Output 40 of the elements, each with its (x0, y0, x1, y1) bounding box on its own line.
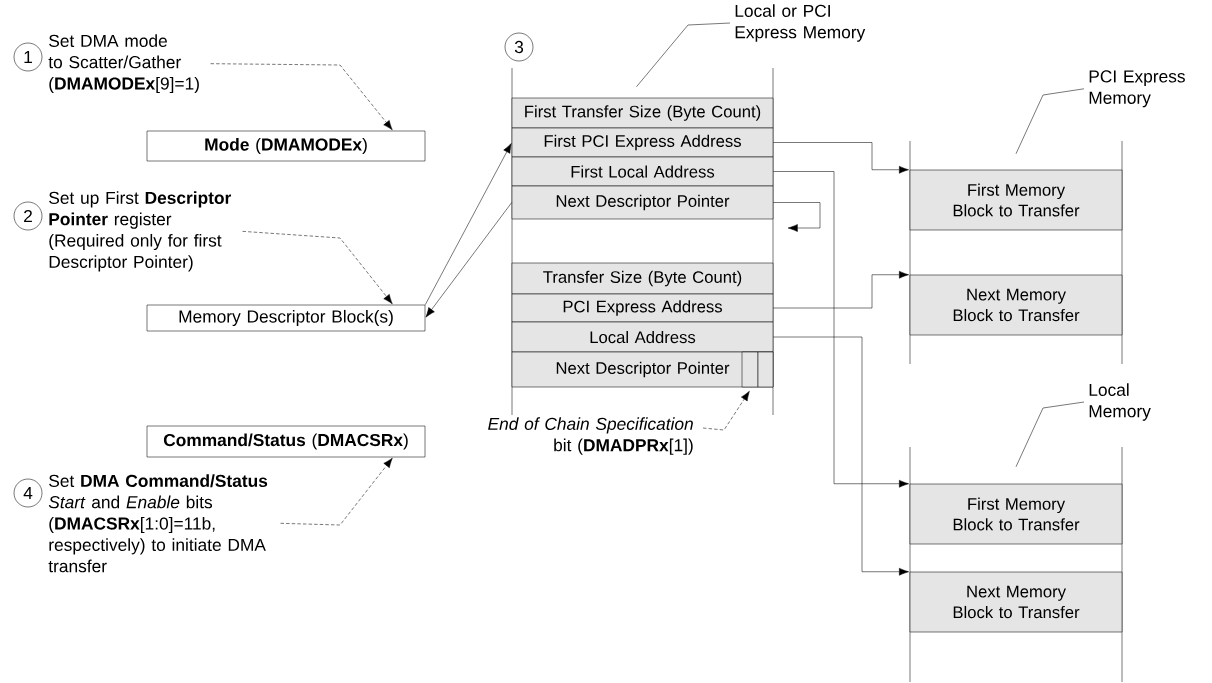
memory-block: First Memory Block to Transfer (909, 169, 1123, 231)
arrow (773, 142, 909, 174)
descriptor-field: First Local Address (511, 156, 774, 187)
arrow (773, 202, 821, 232)
descriptor-field: First Transfer Size (Byte Count) (511, 97, 774, 129)
memory-label: Local or PCI Express Memory (735, 4, 866, 42)
step-number: 4 (13, 478, 43, 508)
register-box: Memory Descriptor Block(s) (146, 304, 426, 332)
register-box: Command/Status (DMACSRx) (146, 425, 426, 458)
step-number: 1 (13, 42, 43, 72)
arrow (425, 202, 512, 318)
register-box: Mode (DMAMODEx) (146, 130, 426, 162)
dashed-arrow (210, 63, 393, 131)
arrow (425, 143, 512, 305)
step-number: 2 (13, 201, 43, 231)
arrow (773, 336, 909, 576)
dashed-arrow (242, 231, 393, 305)
leader-line (1015, 88, 1085, 154)
memory-block: Next Memory Block to Transfer (909, 274, 1123, 336)
memory-block: Next Memory Block to Transfer (909, 571, 1123, 633)
bit-cell (741, 351, 759, 388)
descriptor-field: Transfer Size (Byte Count) (511, 262, 774, 295)
leader-line (636, 22, 731, 87)
arrow (773, 270, 909, 309)
arrow (773, 171, 909, 488)
memory-label: PCI Express Memory (1089, 70, 1185, 108)
annotation-text: End of Chain Specification bit (DMADPRx[1]) (488, 417, 693, 455)
descriptor-field: First PCI Express Address (511, 127, 774, 158)
descriptor-field: Next Descriptor Pointer (511, 185, 774, 220)
dashed-arrow (702, 390, 750, 431)
step-text: Set up First Descriptor Pointer register (Required only for first Descriptor Pointer) (49, 191, 231, 272)
memory-block: First Memory Block to Transfer (909, 483, 1123, 545)
bit-cell (757, 351, 774, 388)
step-number: 3 (504, 32, 534, 62)
leader-line (1015, 401, 1085, 467)
step-text: Set DMA mode to Scatter/Gather (DMAMODEx[9]=1) (48, 34, 199, 94)
dashed-arrow (280, 457, 393, 526)
descriptor-field: PCI Express Address (511, 293, 774, 323)
step-text: Set DMA Command/Status Start and Enable bits (DMACSRx[1:0]=11b, respectively) to initiate DMA transfer (48, 474, 268, 573)
memory-label: Local Memory (1089, 383, 1151, 421)
